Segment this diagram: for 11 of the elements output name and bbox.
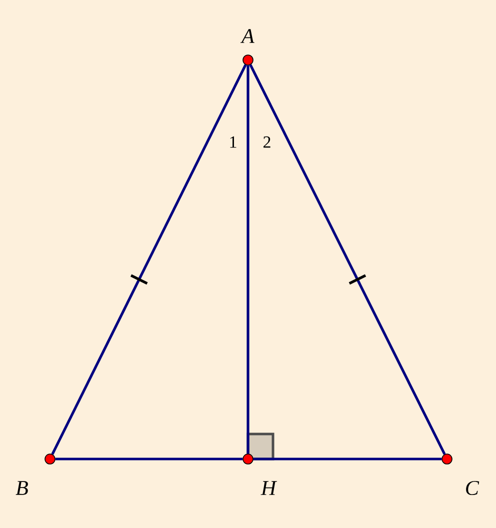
- line-segment: [55, 458, 243, 460]
- point-label: A: [240, 29, 254, 43]
- line-segment: [249, 64, 446, 455]
- line-segment: [253, 458, 442, 460]
- angle-label: 1: [230, 136, 236, 148]
- point-label: B: [16, 481, 28, 495]
- line-segment: [246, 65, 250, 454]
- point-label: C: [466, 480, 480, 496]
- line-segment: [51, 64, 247, 455]
- angle-label: 2: [264, 136, 270, 148]
- point-label: H: [260, 481, 278, 495]
